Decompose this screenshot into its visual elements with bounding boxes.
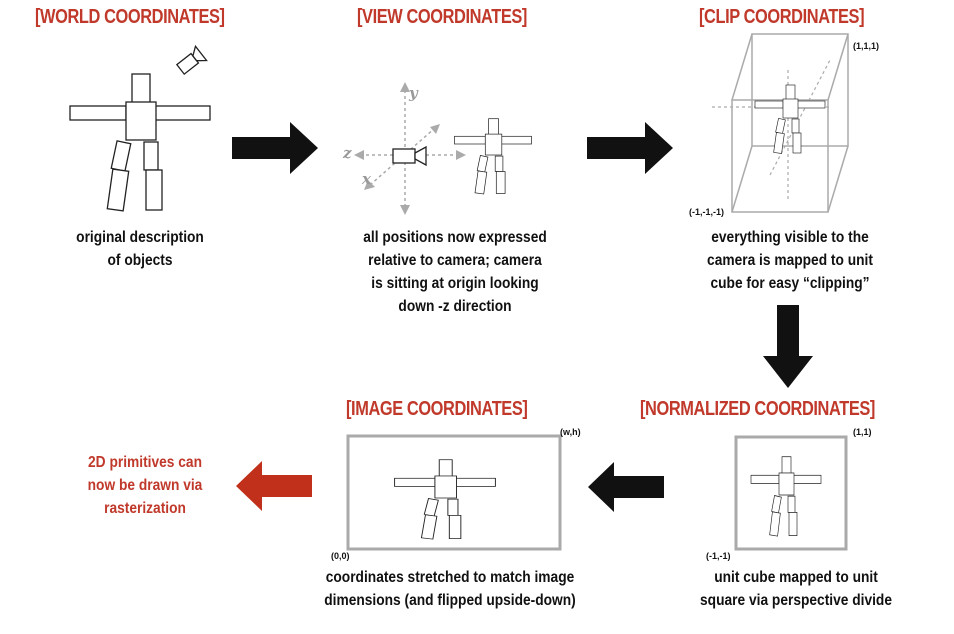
normalized-figure-icon — [750, 456, 822, 537]
title-world-coordinates: [WORLD COORDINATES] — [35, 6, 225, 28]
arrow-icon-world-to-view — [232, 122, 318, 174]
caption-image: coordinates stretched to match image dim… — [324, 569, 576, 609]
label-clip-min: (-1,-1,-1) — [689, 207, 725, 217]
clip-cube — [731, 33, 849, 213]
label-normalized-max: (1,1) — [853, 427, 872, 437]
axis-label-z: z — [343, 144, 352, 162]
caption-clip: everything visible to the camera is mapp… — [707, 229, 873, 292]
arrow-icon-clip-to-normalized — [763, 305, 813, 388]
caption-normalized: unit cube mapped to unit square via pers… — [700, 569, 892, 609]
view-camera-icon — [392, 145, 427, 167]
clip-figure-icon — [754, 84, 826, 154]
axis-label-y: y — [409, 84, 418, 102]
arrow-icon-view-to-clip — [587, 122, 673, 174]
image-figure-icon — [394, 459, 496, 540]
label-clip-max: (1,1,1) — [853, 41, 880, 51]
title-view-coordinates: [VIEW COORDINATES] — [357, 6, 527, 28]
title-normalized-coordinates: [NORMALIZED COORDINATES] — [640, 398, 875, 420]
arrow-icon-to-rasterization — [236, 461, 312, 511]
caption-world: original description of objects — [76, 229, 204, 269]
label-image-max: (w,h) — [560, 427, 581, 437]
normalized-square — [734, 435, 848, 551]
title-image-coordinates: [IMAGE COORDINATES] — [346, 398, 528, 420]
title-clip-coordinates: [CLIP COORDINATES] — [699, 6, 865, 28]
arrow-icon-normalized-to-image — [588, 462, 664, 512]
caption-final-rasterization: 2D primitives can now be drawn via raste… — [87, 454, 203, 517]
image-rectangle — [346, 434, 562, 551]
view-axis-arrowheads — [354, 82, 466, 215]
world-camera-icon — [175, 44, 208, 76]
clip-axes — [712, 59, 832, 200]
axis-label-x: x — [362, 170, 371, 188]
label-image-min: (0,0) — [331, 551, 350, 561]
world-figure-icon — [69, 73, 211, 212]
label-normalized-min: (-1,-1) — [706, 551, 731, 561]
view-figure-icon — [454, 118, 532, 195]
caption-view: all positions now expressed relative to … — [363, 229, 547, 315]
